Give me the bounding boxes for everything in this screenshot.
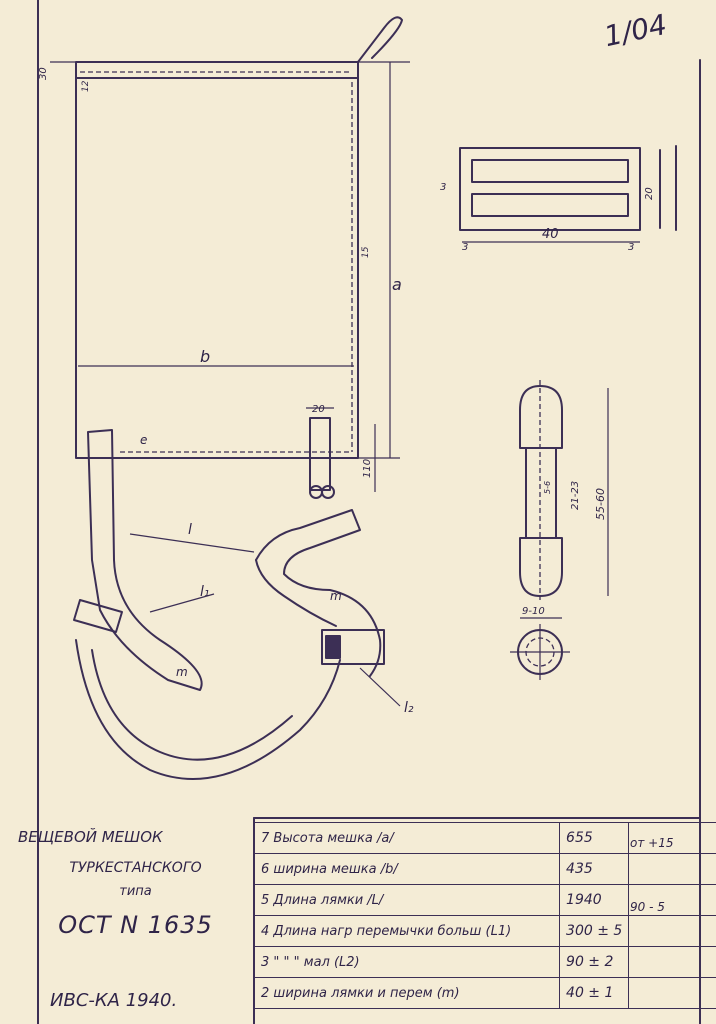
- spec-name: ширина мешка /b/: [273, 861, 398, 877]
- dim-55-60-label: 55-60: [594, 488, 607, 520]
- label-m-left: m: [176, 665, 188, 679]
- dim-3b-label: 3: [628, 242, 634, 253]
- dim-21-23-label: 21-23: [570, 481, 581, 510]
- strap-right-inner: [255, 559, 337, 627]
- title-line-3: типа: [119, 884, 152, 899]
- tab-toggle-left: [309, 485, 323, 499]
- strap-buckle-bar: [325, 635, 341, 659]
- strap-bottom-inner: [91, 649, 293, 761]
- tab-toggle-right: [321, 485, 335, 499]
- spec-value: 40 ± 1: [559, 977, 630, 1009]
- dim-3a-label: 3: [462, 242, 468, 253]
- dim-30-label: 30: [38, 67, 49, 80]
- label-l: l: [188, 522, 192, 538]
- strap-loop-left: [73, 599, 123, 633]
- spec-extra: [628, 853, 716, 885]
- table-row: 7 Высота мешка /a/ 655: [253, 822, 716, 854]
- strap-right-segment: [255, 509, 382, 677]
- spec-name: Длина лямки /L/: [273, 892, 384, 908]
- dim-15-label: 15: [361, 246, 371, 258]
- spec-extra: [628, 822, 716, 854]
- spec-value: 655: [559, 822, 630, 854]
- leader-l1: [149, 593, 215, 613]
- label-l2: l₂: [404, 700, 414, 716]
- dim-b-label: b: [200, 347, 210, 366]
- toggle-top-cap: [519, 385, 563, 449]
- spec-value: 1940: [559, 884, 630, 916]
- spec-name: ширина лямки и перем (m): [273, 985, 460, 1001]
- spec-name-4: 4 Длина нагр перемычки больш (L1): [253, 915, 561, 947]
- leader-l: [129, 533, 255, 553]
- spec-name: Высота мешка /a/: [273, 830, 394, 846]
- toggle-bottom-cap: [519, 537, 563, 597]
- dim-5-6-label: 5-6: [543, 481, 552, 494]
- spec-value: 435: [559, 853, 630, 885]
- dim-20-label: 20: [312, 404, 325, 415]
- spec-value: 300 ± 5: [559, 915, 630, 947]
- spec-num: 3: [261, 954, 270, 970]
- dim-a-label: a: [392, 275, 402, 294]
- title-block: ВЕЩЕВОЙ МЕШОК ТУРКЕСТАНСКОГО типа ОСТ N …: [18, 828, 243, 939]
- title-line-2: ТУРКЕСТАНСКОГО: [69, 860, 202, 876]
- table-row: 2 ширина лямки и перем (m) 40 ± 1: [253, 977, 716, 1009]
- spec-name-7: 7 Высота мешка /a/: [253, 822, 561, 854]
- spec-table: 7 Высота мешка /a/ 655 6 ширина мешка /b…: [253, 822, 716, 1009]
- title-bottom-note: ИВС-КА 1940.: [50, 990, 178, 1011]
- spec-name-6: 6 ширина мешка /b/: [253, 853, 561, 885]
- bag-outline: [75, 61, 359, 459]
- spec-extra: [628, 977, 716, 1009]
- label-m-right: m: [330, 589, 342, 603]
- drawstring-end: [357, 16, 403, 63]
- label-l1: l₁: [200, 584, 210, 600]
- table-row: 6 ширина мешка /b/ 435: [253, 853, 716, 885]
- tolerance-row-5: 90 - 5: [630, 900, 665, 914]
- spec-name-5: 5 Длина лямки /L/: [253, 884, 561, 916]
- buckle-detail-slot-bottom: [471, 193, 629, 217]
- spec-num: 7: [261, 830, 270, 846]
- table-row: 4 Длина нагр перемычки больш (L1) 300 ± …: [253, 915, 716, 947]
- strap-left-segment: [87, 429, 203, 691]
- dim-12-label: 12: [81, 80, 91, 92]
- dim-e-label: e: [140, 433, 147, 447]
- title-line-1: ВЕЩЕВОЙ МЕШОК: [18, 828, 163, 846]
- dim-9-10-label: 9-10: [522, 606, 545, 617]
- spec-name-3: 3 " " " мал (L2): [253, 946, 561, 978]
- spec-extra: [628, 946, 716, 978]
- spec-num: 6: [261, 861, 270, 877]
- table-row: 5 Длина лямки /L/ 1940: [253, 884, 716, 916]
- dim-40-label: 40: [542, 227, 559, 242]
- spec-num: 2: [261, 985, 270, 1001]
- spec-extra: [628, 915, 716, 947]
- leader-l2: [359, 667, 401, 707]
- bag-tab: [309, 417, 331, 491]
- table-row: 3 " " " мал (L2) 90 ± 2: [253, 946, 716, 978]
- dim-110-label: 110: [362, 459, 373, 478]
- spec-name: " " " мал (L2): [273, 954, 360, 970]
- buckle-detail-slot-top: [471, 159, 629, 183]
- buckle-detail-outline: [459, 147, 641, 231]
- spec-name-2: 2 ширина лямки и перем (m): [253, 977, 561, 1009]
- dim-3c-label: 3: [440, 182, 446, 193]
- dim-20b-label: 20: [644, 187, 655, 200]
- spec-name: Длина нагр перемычки больш (L1): [273, 923, 512, 939]
- title-standard: ОСТ N 1635: [58, 911, 213, 939]
- spec-num: 5: [261, 892, 270, 908]
- spec-num: 4: [261, 923, 270, 939]
- tolerance-rows-7-6: от +15: [630, 836, 674, 850]
- strap-bottom-curve: [75, 639, 341, 780]
- strap-buckle: [321, 629, 385, 665]
- spec-value: 90 ± 2: [559, 946, 630, 978]
